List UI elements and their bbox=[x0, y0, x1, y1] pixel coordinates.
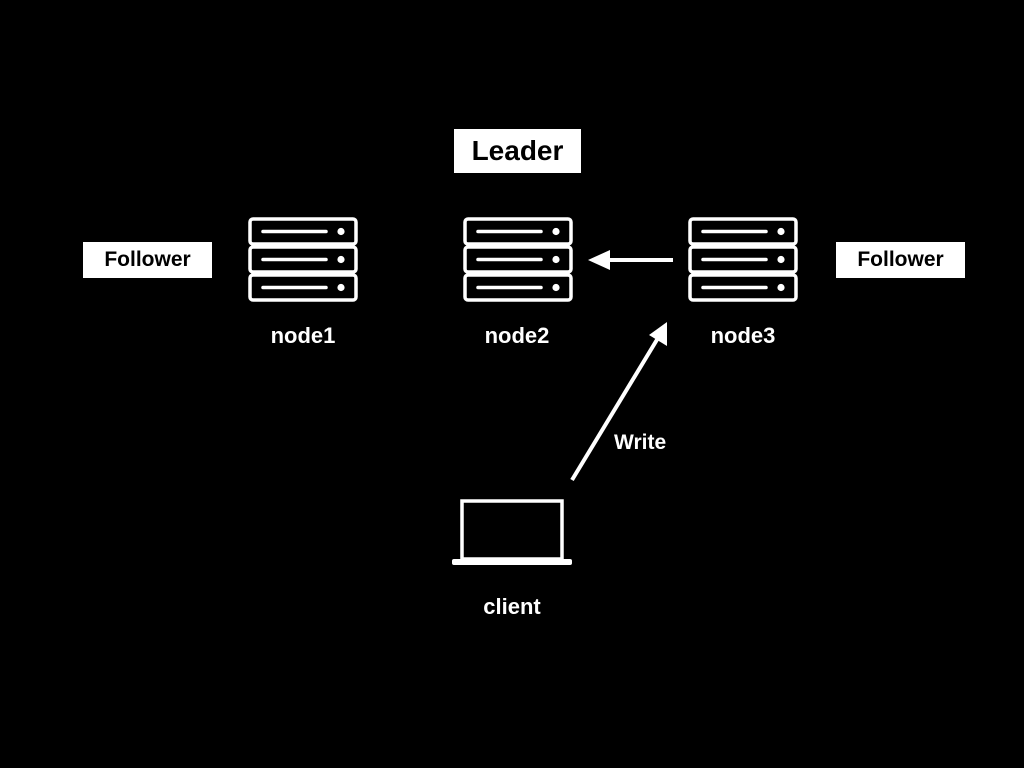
write-edge-label: Write bbox=[614, 431, 667, 454]
node2-label: node2 bbox=[484, 323, 550, 348]
laptop-icon bbox=[452, 499, 572, 565]
leader-badge: Leader bbox=[454, 129, 581, 173]
write-arrow bbox=[570, 322, 667, 482]
node1-label: node1 bbox=[270, 323, 336, 348]
client-label: client bbox=[483, 594, 541, 619]
replication-arrow bbox=[588, 250, 673, 270]
node1-server-icon bbox=[250, 219, 356, 300]
node2-server-icon bbox=[465, 219, 571, 300]
node3-server-icon bbox=[690, 219, 796, 300]
follower-badge-node1: Follower bbox=[83, 242, 212, 278]
node3-label: node3 bbox=[710, 323, 776, 348]
follower-badge-node3: Follower bbox=[836, 242, 965, 278]
